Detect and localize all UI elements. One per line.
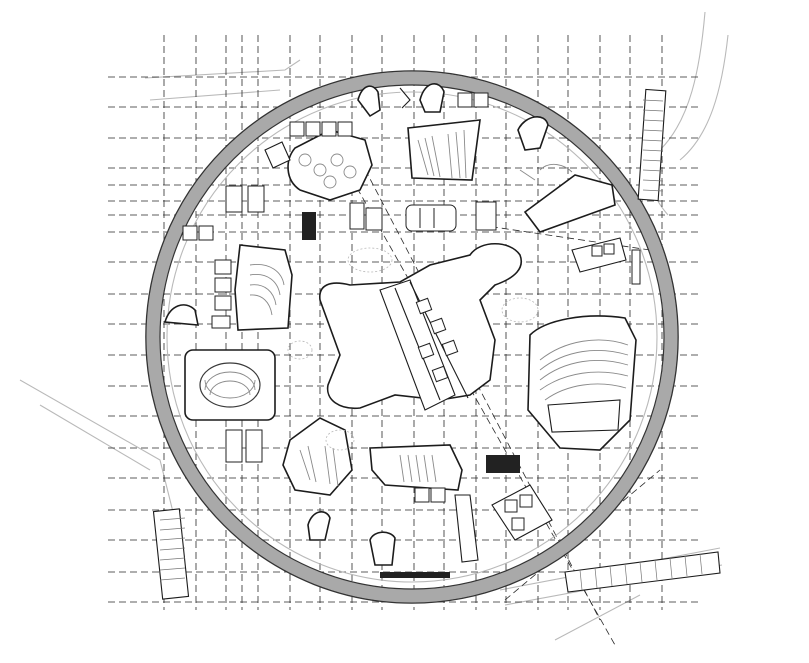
pod-north-small-forms xyxy=(357,83,549,151)
pod-west-auditorium-upper xyxy=(163,185,293,331)
service-cores xyxy=(302,201,497,240)
pod-south-center-hall xyxy=(369,444,479,566)
central-atrium xyxy=(287,243,539,451)
entry-bridges xyxy=(152,88,721,600)
pod-west-auditorium-lower xyxy=(184,349,276,463)
pod-north-east-wing xyxy=(519,163,641,285)
pod-south-west-hall xyxy=(282,417,353,541)
pod-east-auditorium xyxy=(527,315,637,451)
pod-north-west-cluster xyxy=(264,121,373,201)
pod-south-east-rooms xyxy=(486,455,553,541)
pod-north-lecture-hall xyxy=(407,92,489,181)
outer-ring-corridor xyxy=(145,70,679,604)
